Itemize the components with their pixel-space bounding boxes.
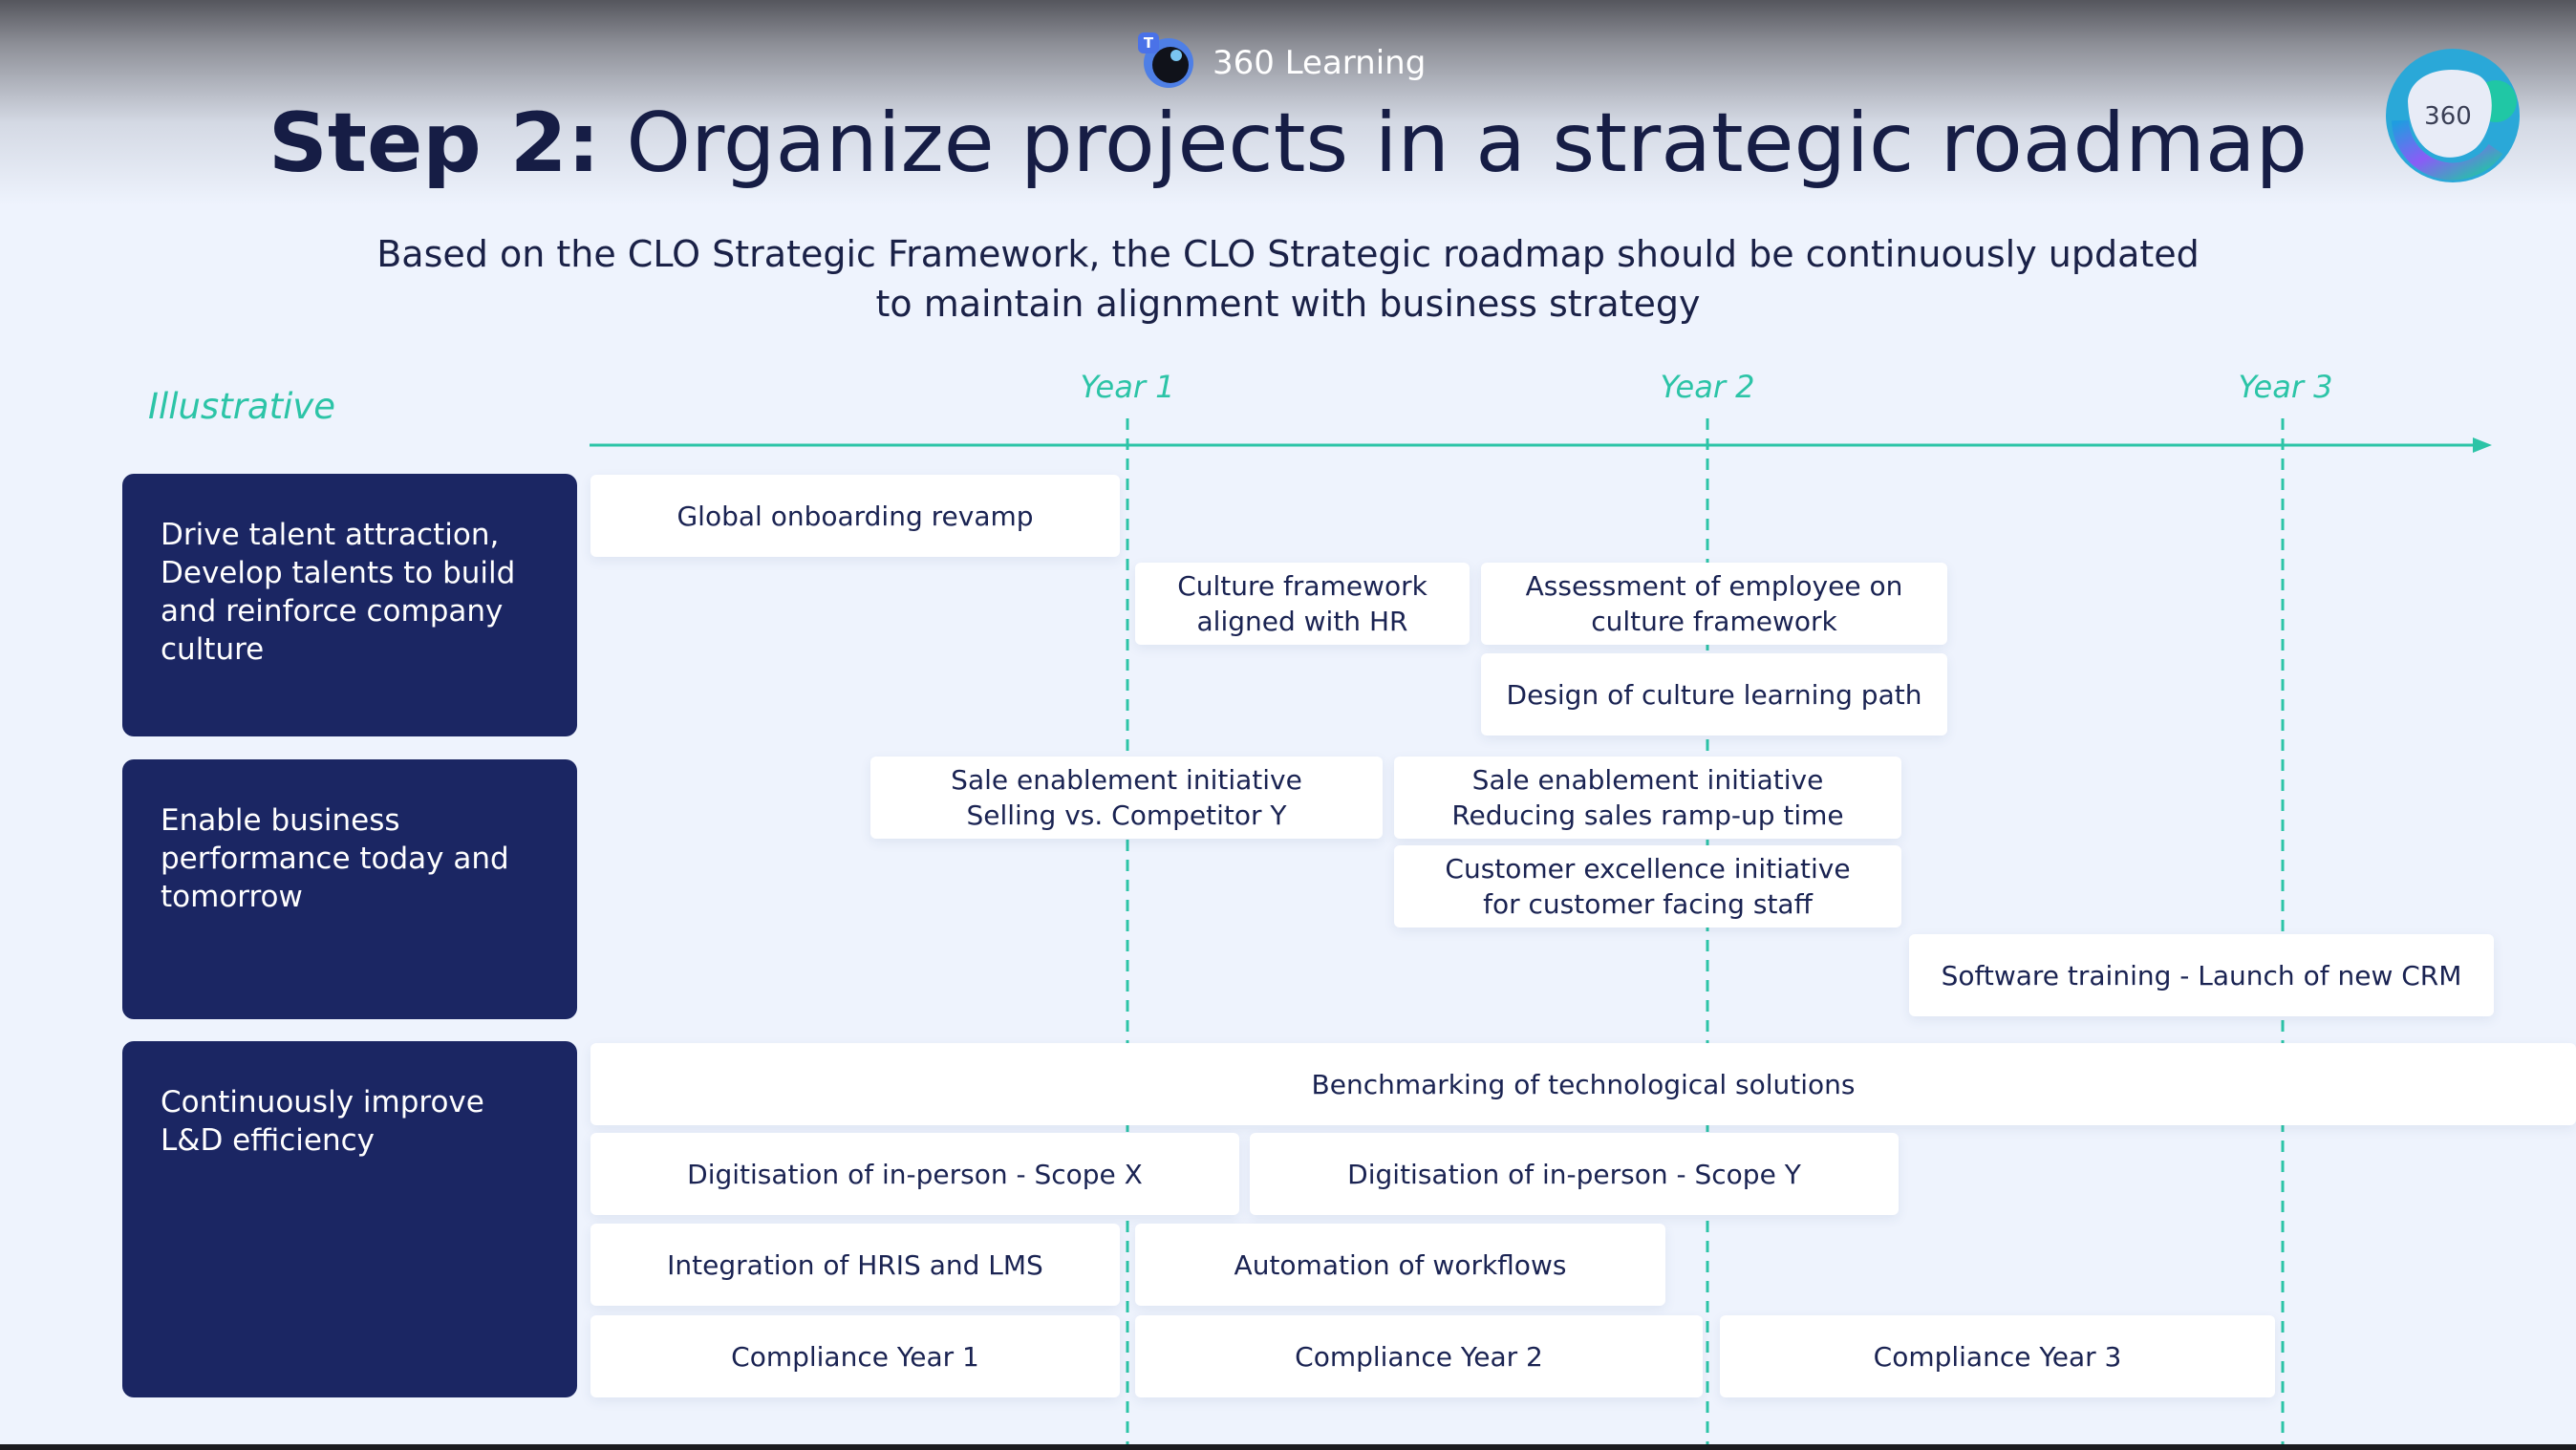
year-label-1: Year 1 <box>1080 369 1175 405</box>
task-compliance-year-2: Compliance Year 2 <box>1135 1315 1703 1397</box>
task-crm-training: Software training - Launch of new CRM <box>1909 934 2494 1016</box>
task-culture-framework: Culture framework aligned with HR <box>1135 563 1470 645</box>
illustrative-label: Illustrative <box>148 386 336 427</box>
bottom-edge <box>0 1444 2576 1450</box>
category-talent-culture: Drive talent attraction, Develop talents… <box>122 474 577 736</box>
title-step: Step 2: <box>268 96 600 191</box>
header-gradient <box>0 0 2576 205</box>
timeline-arrow-icon <box>2473 437 2492 453</box>
year-label-2: Year 2 <box>1660 369 1755 405</box>
category-ld-efficiency: Continuously improve L&D efficiency <box>122 1041 577 1397</box>
brand-logo-icon: T <box>1138 32 1195 90</box>
task-customer-excellence: Customer excellence initiative for custo… <box>1394 845 1901 928</box>
year-label-3: Year 3 <box>2238 369 2333 405</box>
page-title: Step 2: Organize projects in a strategic… <box>0 94 2576 193</box>
task-digitisation-y: Digitisation of in-person - Scope Y <box>1250 1133 1899 1215</box>
task-culture-learning-path: Design of culture learning path <box>1481 653 1947 736</box>
brand-badge: T <box>1138 32 1159 53</box>
subtitle-line-1: Based on the CLO Strategic Framework, th… <box>376 233 2200 275</box>
task-compliance-year-1: Compliance Year 1 <box>590 1315 1120 1397</box>
task-global-onboarding: Global onboarding revamp <box>590 475 1120 557</box>
task-workflow-automation: Automation of workflows <box>1135 1224 1665 1306</box>
task-culture-assessment: Assessment of employee on culture framew… <box>1481 563 1947 645</box>
task-hris-lms: Integration of HRIS and LMS <box>590 1224 1120 1306</box>
task-sales-competitor: Sale enablement initiative Selling vs. C… <box>870 757 1383 839</box>
presenter-brand: T 360 Learning <box>1138 32 1427 92</box>
logo-360-text: 360 <box>2424 102 2472 131</box>
logo-360-icon: 360 <box>2381 44 2524 187</box>
category-business-performance: Enable business performance today and to… <box>122 759 577 1019</box>
title-text: Organize projects in a strategic roadmap <box>600 96 2308 191</box>
task-sales-rampup: Sale enablement initiative Reducing sale… <box>1394 757 1901 839</box>
brand-name: 360 Learning <box>1213 44 1427 82</box>
task-digitisation-x: Digitisation of in-person - Scope X <box>590 1133 1239 1215</box>
subtitle: Based on the CLO Strategic Framework, th… <box>333 229 2243 329</box>
task-tech-benchmarking: Benchmarking of technological solutions <box>590 1043 2576 1125</box>
subtitle-line-2: to maintain alignment with business stra… <box>875 283 1701 325</box>
task-compliance-year-3: Compliance Year 3 <box>1720 1315 2275 1397</box>
